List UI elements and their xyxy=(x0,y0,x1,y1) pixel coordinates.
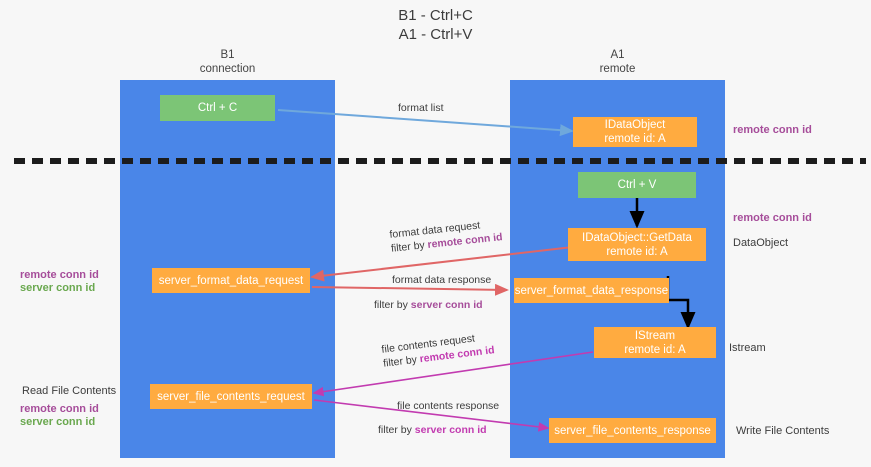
filter-key-server-conn-id: server conn id xyxy=(414,424,487,436)
filter-prefix: filter by xyxy=(382,353,421,370)
node-ctrl-c-label: Ctrl + C xyxy=(197,102,238,114)
lane-a1-title: A1 xyxy=(610,49,625,61)
node-server-file-contents-request-label: server_file_contents_request xyxy=(157,390,305,403)
side-label-left-remote-conn-id-mid: remote conn id xyxy=(20,269,99,281)
node-server-file-contents-response-label: server_file_contents_response xyxy=(554,424,711,437)
node-istream-label: IStream xyxy=(634,329,676,342)
node-idataobject[interactable]: IDataObject remote id: A xyxy=(573,117,697,147)
node-ctrl-c[interactable]: Ctrl + C xyxy=(160,95,275,121)
node-ctrl-v-label: Ctrl + V xyxy=(617,179,657,191)
arrow-label-format-data-response-line1: format data response xyxy=(392,274,492,286)
arrow-label-file-contents-request: file contents request filter by remote c… xyxy=(381,329,496,370)
node-idataobject-remote-id: remote id: A xyxy=(604,133,666,145)
side-label-left-server-conn-id-mid: server conn id xyxy=(20,282,96,294)
side-label-read-file-contents: Read File Contents xyxy=(22,385,117,397)
title-line-1: B1 - Ctrl+C xyxy=(398,7,473,24)
lane-a1-subtitle: remote xyxy=(599,63,636,75)
page-title: B1 - Ctrl+C A1 - Ctrl+V xyxy=(0,6,871,44)
node-server-format-data-response[interactable]: server_format_data_response xyxy=(514,278,669,303)
filter-prefix: filter by xyxy=(374,299,411,311)
lane-header-a1: A1 remote xyxy=(510,48,725,76)
node-server-file-contents-request[interactable]: server_file_contents_request xyxy=(150,384,312,409)
node-idataobject-label: IDataObject xyxy=(604,119,666,131)
node-idataobject-getdata[interactable]: IDataObject::GetData remote id: A xyxy=(568,228,706,261)
arrow-label-file-contents-response-line1: file contents response xyxy=(397,400,500,412)
lane-b1-subtitle: connection xyxy=(199,63,256,75)
filter-key-server-conn-id: server conn id xyxy=(410,299,483,311)
node-getdata-label: IDataObject::GetData xyxy=(582,231,692,244)
node-istream-remote-id: remote id: A xyxy=(624,343,686,356)
node-server-file-contents-response[interactable]: server_file_contents_response xyxy=(549,418,716,443)
arrow-label-format-data-response: format data response xyxy=(392,273,491,287)
side-label-left-remote-conn-id-bottom: remote conn id xyxy=(20,403,99,415)
node-ctrl-v[interactable]: Ctrl + V xyxy=(578,172,696,198)
arrow-label-format-list: format list xyxy=(398,102,444,114)
title-line-2: A1 - Ctrl+V xyxy=(398,26,473,43)
lane-header-b1: B1 connection xyxy=(120,48,335,76)
side-label-left-server-conn-id-bottom: server conn id xyxy=(20,416,96,428)
connector-format-data-response xyxy=(311,283,509,296)
filter-prefix: filter by xyxy=(378,424,415,436)
filter-prefix: filter by xyxy=(390,239,429,255)
side-label-write-file-contents: Write File Contents xyxy=(736,425,830,437)
side-label-dataobject: DataObject xyxy=(733,237,789,249)
node-server-format-data-response-label: server_format_data_response xyxy=(514,284,669,297)
node-server-format-data-request[interactable]: server_format_data_request xyxy=(152,268,310,293)
lane-b1-title: B1 xyxy=(220,49,235,61)
side-label-remote-conn-id-middle: remote conn id xyxy=(733,212,812,224)
node-getdata-remote-id: remote id: A xyxy=(606,245,668,258)
arrow-label-format-data-request: format data request filter by remote con… xyxy=(389,216,503,256)
node-server-format-data-request-label: server_format_data_request xyxy=(158,274,304,287)
side-label-remote-conn-id-top: remote conn id xyxy=(733,124,812,136)
node-istream[interactable]: IStream remote id: A xyxy=(594,327,716,358)
arrow-label-file-contents-response-filter: filter by server conn id xyxy=(378,423,487,437)
side-label-istream: Istream xyxy=(729,342,766,354)
arrow-label-file-contents-response: file contents response xyxy=(397,399,499,413)
arrow-label-format-data-response-filter: filter by server conn id xyxy=(374,298,483,312)
